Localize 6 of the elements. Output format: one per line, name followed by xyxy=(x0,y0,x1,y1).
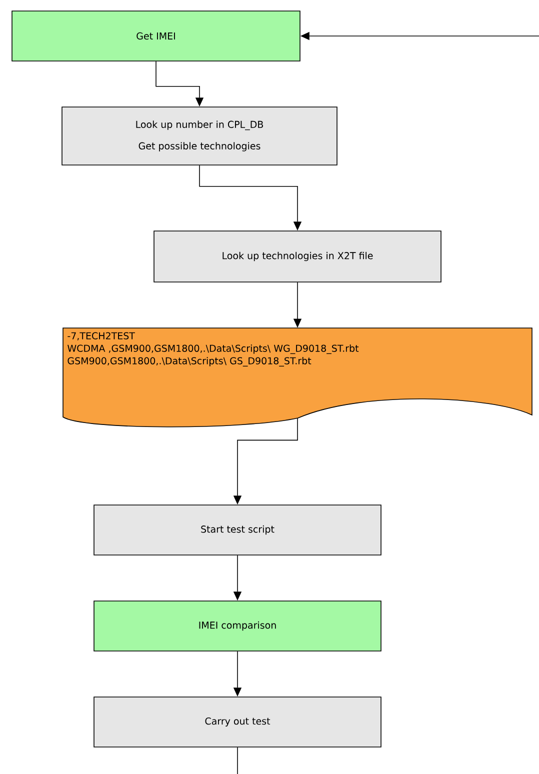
process-box: Get IMEI xyxy=(12,10,300,62)
process-box: IMEI comparison xyxy=(94,600,382,652)
process-box: Carry out test xyxy=(94,696,382,748)
process-box: Look up number in CPL_DB Get possible technologies xyxy=(62,106,338,166)
process-box: Look up technologies in X2T file xyxy=(154,230,442,282)
process-box: Start test script xyxy=(94,504,382,556)
